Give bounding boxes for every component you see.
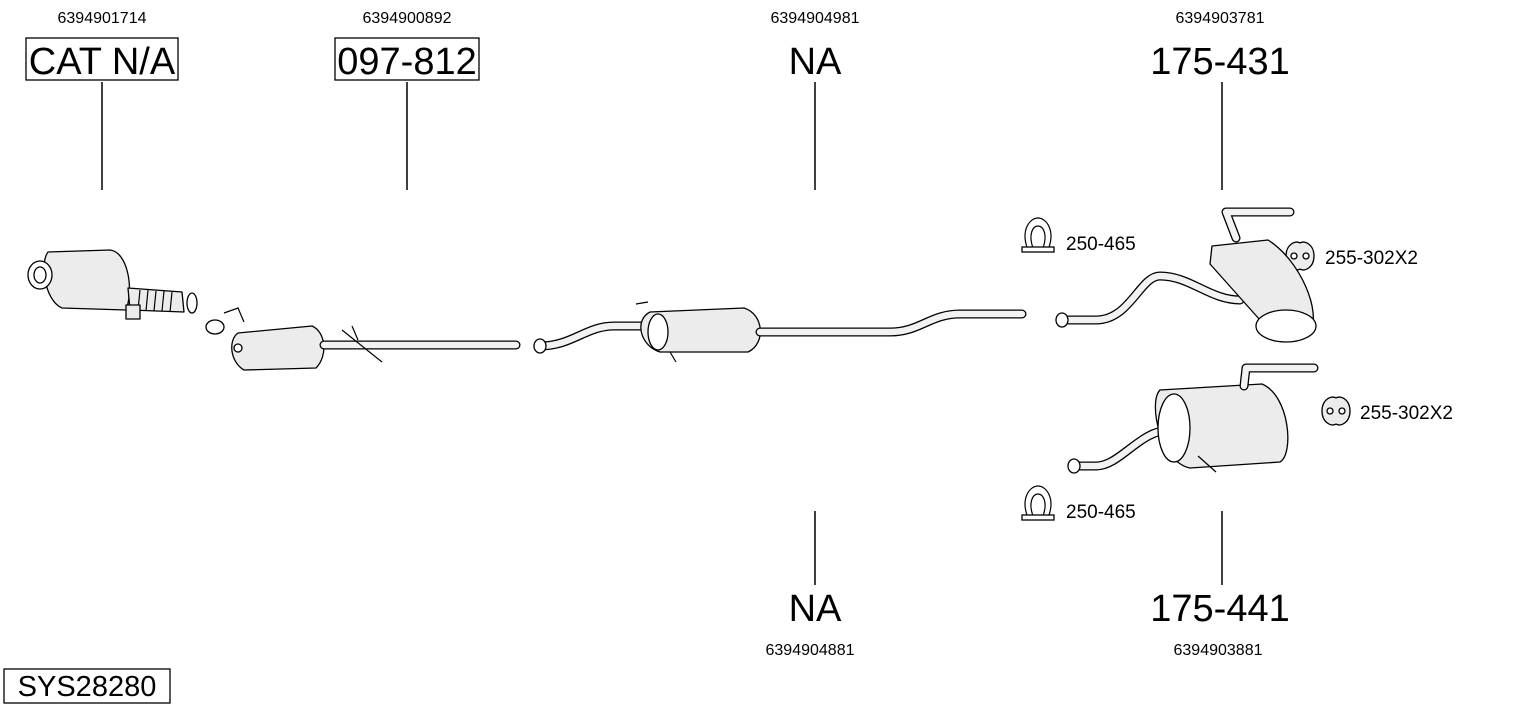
accessory-rubber-bottom[interactable]: 255-302X2 <box>1321 396 1453 426</box>
part-number: NA <box>789 41 842 83</box>
accessory-label: 250-465 <box>1066 234 1136 255</box>
clamp-icon <box>1021 485 1055 521</box>
oem-number: 6394904981 <box>771 10 860 27</box>
accessory-label: 255-302X2 <box>1360 403 1453 424</box>
centre-silencer-drawing <box>533 301 1027 363</box>
oem-number: 6394901714 <box>58 10 147 27</box>
accessory-label: 250-465 <box>1066 502 1136 523</box>
oem-number: 6394900892 <box>363 10 452 27</box>
accessory-clamp-bottom[interactable]: 250-465 <box>1021 485 1136 523</box>
accessory-label: 255-302X2 <box>1325 248 1418 269</box>
part-centre-silencer-top[interactable]: 6394904981 NA <box>771 10 860 190</box>
system-code-label: SYS28280 <box>18 671 157 703</box>
part-number-box <box>334 37 480 81</box>
part-rear-silencer-bottom[interactable]: 175-441 6394903881 <box>1150 511 1290 659</box>
front-pipe-drawing <box>205 307 521 371</box>
oem-number: 6394904881 <box>766 642 855 659</box>
accessory-rubber-top[interactable]: 255-302X2 <box>1285 241 1418 271</box>
catalyst-drawing <box>27 249 198 320</box>
part-number: 097-812 <box>337 41 476 83</box>
rubber-mount-icon <box>1321 396 1351 426</box>
part-catalyst[interactable]: 6394901714 CAT N/A <box>25 10 179 190</box>
oem-number: 6394903881 <box>1174 642 1263 659</box>
oem-number: 6394903781 <box>1176 10 1265 27</box>
part-number-box <box>25 37 179 81</box>
rear-silencer-top-drawing <box>1055 207 1317 343</box>
part-centre-silencer-bottom[interactable]: NA 6394904881 <box>766 511 855 659</box>
part-number: 175-431 <box>1150 41 1289 83</box>
part-number: 175-441 <box>1150 588 1289 630</box>
part-front-pipe-filter[interactable]: 6394900892 097-812 <box>334 10 480 190</box>
rear-silencer-bottom-drawing <box>1067 363 1319 474</box>
system-code-box <box>3 668 171 704</box>
clamp-icon <box>1021 217 1055 253</box>
accessory-clamp-top[interactable]: 250-465 <box>1021 217 1136 255</box>
system-code: SYS28280 <box>3 668 171 704</box>
part-number: NA <box>789 588 842 630</box>
part-number: CAT N/A <box>29 41 176 83</box>
part-rear-silencer-top[interactable]: 6394903781 175-431 <box>1150 10 1290 190</box>
